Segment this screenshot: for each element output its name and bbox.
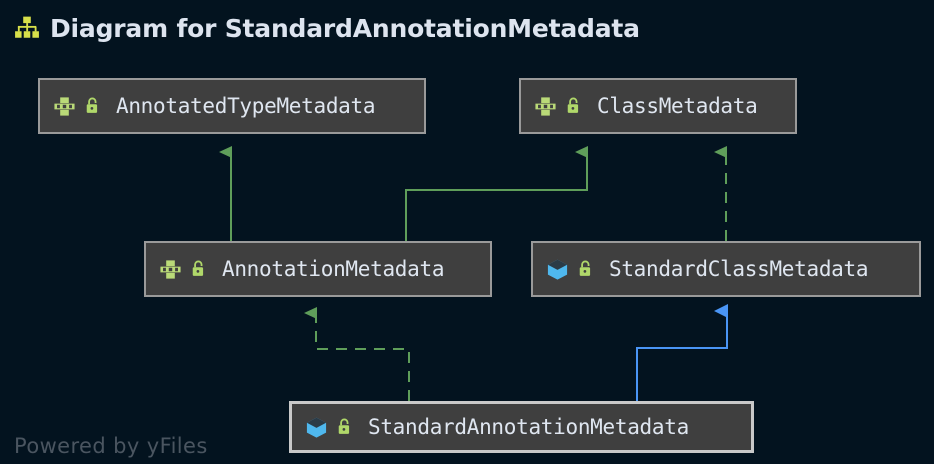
unlocked-padlock-icon: [567, 97, 579, 113]
node-label: StandardAnnotationMetadata: [368, 415, 689, 439]
class-cube-icon: [306, 417, 327, 438]
node-label: AnnotatedTypeMetadata: [116, 94, 376, 118]
diagram-header: Diagram for StandardAnnotationMetadata: [0, 0, 934, 56]
yfiles-watermark: Powered by yFiles: [14, 434, 208, 458]
unlocked-padlock-icon: [579, 260, 591, 276]
page-title: Diagram for StandardAnnotationMetadata: [50, 13, 640, 43]
node-label: ClassMetadata: [597, 94, 758, 118]
node-annotated-type-metadata[interactable]: AnnotatedTypeMetadata: [38, 78, 426, 134]
edge-standardannotation-implements-annotationmetadata: [304, 307, 410, 401]
node-class-metadata[interactable]: ClassMetadata: [519, 78, 797, 134]
unlocked-padlock-icon: [192, 260, 204, 276]
node-annotation-metadata[interactable]: AnnotationMetadata: [144, 241, 492, 297]
node-label: StandardClassMetadata: [609, 257, 869, 281]
edge-standardannotation-extends-standardclass: [636, 304, 728, 401]
node-standard-annotation-metadata[interactable]: StandardAnnotationMetadata: [289, 401, 754, 453]
edge-annotation-extends-classmetadata: [405, 146, 588, 241]
unlocked-padlock-icon: [338, 418, 350, 434]
interface-icon: [535, 96, 556, 116]
node-label: AnnotationMetadata: [222, 257, 445, 281]
class-cube-icon: [547, 259, 568, 280]
interface-icon: [54, 96, 75, 116]
node-standard-class-metadata[interactable]: StandardClassMetadata: [531, 241, 921, 297]
unlocked-padlock-icon: [86, 97, 98, 113]
interface-icon: [160, 259, 181, 279]
hierarchy-icon: [15, 16, 39, 38]
